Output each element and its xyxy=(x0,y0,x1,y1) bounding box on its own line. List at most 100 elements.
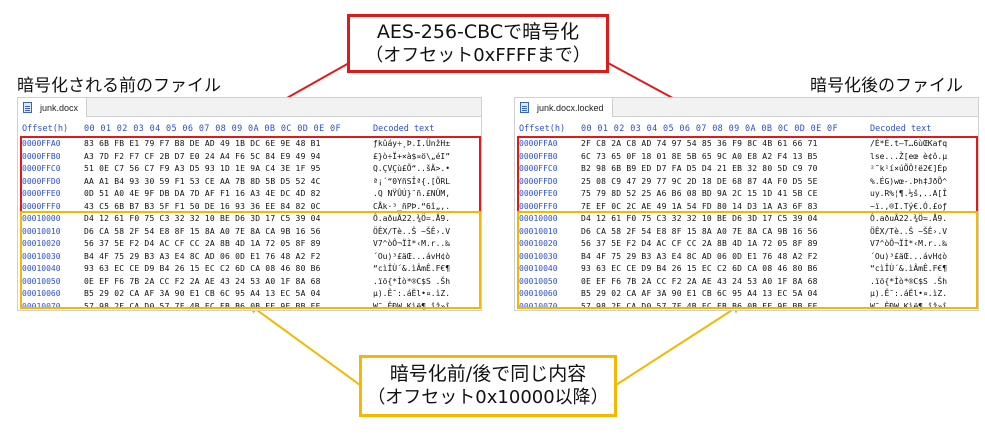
row-bytes: B2 98 6B B9 ED D7 FA D5 D4 21 EB 32 80 5… xyxy=(581,164,818,173)
row-bytes: B5 29 02 CA AF 3A 90 E1 CB 6C 95 A4 13 E… xyxy=(84,289,321,298)
row-decoded-text: .Q NŸÛÚ}¯ñ.£NÜM‚ xyxy=(373,189,451,198)
hex-row: 0000FFB0 6C 73 65 0F 18 01 8E 5B 65 9C A0… xyxy=(515,151,978,163)
hex-row: 00010050 0E EF F6 7B 2A CC F2 2A AE 43 24… xyxy=(18,276,481,288)
row-bytes: D4 12 61 F0 75 C3 32 32 10 BE D6 3D 17 C… xyxy=(581,214,818,223)
row-offset: 00010060 xyxy=(22,289,61,298)
row-decoded-text: W˜.ÊÐW.Kìë¶.îž»î xyxy=(373,301,451,311)
row-decoded-text: lse...Ž[eœ è¢ô.µ xyxy=(870,151,948,161)
row-decoded-text: Ô.aðuÃ22.¾Ö=.Å9. xyxy=(373,214,451,223)
row-offset: 00010050 xyxy=(22,276,61,286)
row-decoded-text: W˜.ÊÐW.Kìë¶.îž»î xyxy=(870,301,948,311)
label-before-encryption: 暗号化される前のファイル xyxy=(17,76,221,96)
callout-unchanged-line2: （オフセット0x10000以降） xyxy=(367,387,609,408)
row-bytes: 2F C8 2A C8 AD 74 97 54 85 36 F9 8C 4B 6… xyxy=(581,139,818,148)
row-bytes: D4 12 61 F0 75 C3 32 32 10 BE D6 3D 17 C… xyxy=(84,214,321,223)
row-decoded-text: Q.ÇVÇù£Õ“..šÄ>.• xyxy=(373,164,451,173)
row-bytes: 43 C5 6B B7 B3 5F F1 50 DE 16 93 36 EE 8… xyxy=(84,201,321,211)
row-bytes: 0E EF F6 7B 2A CC F2 2A AE 43 24 53 A0 1… xyxy=(84,276,321,286)
row-offset: 00010010 xyxy=(22,226,61,236)
row-bytes: D6 CA 58 2F 54 E8 8F 15 8A A0 7E 8A CA 9… xyxy=(581,226,818,236)
callout-encrypted-region: AES-256-CBCで暗号化 （オフセット0xFFFFまで） xyxy=(347,14,609,73)
header-decoded: Decoded text xyxy=(373,124,435,134)
row-bytes: 0E EF F6 7B 2A CC F2 2A AE 43 24 53 A0 1… xyxy=(581,276,818,286)
tab-bar: junk.docx.locked xyxy=(515,98,978,117)
row-decoded-text: V7^òÔ¬ÏÌ*‹M.r..‰ xyxy=(870,239,948,248)
header-offset: Offset(h) xyxy=(22,124,69,134)
row-decoded-text: £}ò÷Ï+×à$¤ö\„éI” xyxy=(373,151,451,161)
row-offset: 0000FFE0 xyxy=(519,189,558,198)
row-bytes: 93 63 EC CE D9 B4 26 15 EC C2 6D CA 08 4… xyxy=(84,264,321,273)
row-decoded-text: ÖÊX/Tè..Š ~ŠÊ›.V xyxy=(373,226,451,236)
hex-row: 0000FFC0 B2 98 6B B9 ED D7 FA D5 D4 21 EB… xyxy=(515,163,978,175)
hex-row: 00010050 0E EF F6 7B 2A CC F2 2A AE 43 24… xyxy=(515,276,978,288)
row-decoded-text: Ô.aðuÃ22.¾Ö=.Å9. xyxy=(870,214,948,223)
row-offset: 00010050 xyxy=(519,276,558,286)
file-tab-junk-docx-locked[interactable]: junk.docx.locked xyxy=(515,98,613,117)
row-decoded-text: /È*È.t—T…6ùŒKafq xyxy=(870,139,948,148)
row-offset: 00010070 xyxy=(519,301,558,311)
row-offset: 00010020 xyxy=(22,239,61,248)
row-offset: 00010030 xyxy=(519,251,558,261)
row-bytes: D6 CA 58 2F 54 E8 8F 15 8A A0 7E 8A CA 9… xyxy=(84,226,321,236)
row-offset: 00010030 xyxy=(22,251,61,261)
file-tab-label: junk.docx.locked xyxy=(537,102,604,113)
row-decoded-text: ~ï.,®I.Tý€.Ó.£oƒ xyxy=(870,201,948,211)
row-bytes: 7E EF 0C 2C AE 49 1A 54 FD 80 14 D3 1A A… xyxy=(581,201,818,211)
row-offset: 00010020 xyxy=(519,239,558,248)
tab-bar: junk.docx xyxy=(18,98,481,117)
row-offset: 0000FFA0 xyxy=(519,139,558,148)
row-bytes: AA A1 B4 93 30 59 F1 53 CE AA 7B 8D 5B D… xyxy=(84,176,321,186)
row-offset: 00010060 xyxy=(519,289,558,298)
row-bytes: 6C 73 65 0F 18 01 8E 5B 65 9C A0 E8 A2 F… xyxy=(581,151,818,161)
hex-row: 00010020 56 37 5E F2 D4 AC CF CC 2A 8B 4D… xyxy=(515,238,978,250)
header-offset: Offset(h) xyxy=(519,124,566,134)
hex-editor-before: junk.docx Offset(h) 00 01 02 03 04 05 06… xyxy=(17,97,482,311)
file-tab-junk-docx[interactable]: junk.docx xyxy=(18,98,88,117)
row-bytes: 93 63 EC CE D9 B4 26 15 EC C2 6D CA 08 4… xyxy=(581,264,818,273)
hex-header-row: Offset(h) 00 01 02 03 04 05 06 07 08 09 … xyxy=(515,124,978,135)
row-decoded-text: uy.R%¦¶.½š,..A[Î xyxy=(870,189,948,198)
header-columns: 00 01 02 03 04 05 06 07 08 09 0A 0B 0C 0… xyxy=(84,124,341,134)
hex-row: 00010000 D4 12 61 F0 75 C3 32 32 10 BE D6… xyxy=(18,213,481,225)
row-offset: 00010000 xyxy=(22,214,61,223)
callout-unchanged-region: 暗号化前/後で同じ内容 （オフセット0x10000以降） xyxy=(359,355,617,417)
row-offset: 0000FFC0 xyxy=(22,164,61,173)
row-offset: 00010000 xyxy=(519,214,558,223)
row-decoded-text: µ).Ê¯:.áËl•¤.ìZ. xyxy=(373,289,451,298)
row-decoded-text: .ïö{*Ìò*®C$S .Šh xyxy=(870,276,948,286)
row-bytes: B5 29 02 CA AF 3A 90 E1 CB 6C 95 A4 13 E… xyxy=(581,289,818,298)
header-decoded: Decoded text xyxy=(870,124,932,134)
row-bytes: 56 37 5E F2 D4 AC CF CC 2A 8B 4D 1A 72 0… xyxy=(581,239,818,248)
row-decoded-text: ´Ou)³£äŒ...ávH¢ò xyxy=(870,251,948,261)
row-offset: 00010040 xyxy=(519,264,558,273)
row-bytes: 83 6B FB E1 79 F7 B8 DE AD 49 1B DC 6E 9… xyxy=(84,139,321,148)
row-bytes: 57 98 2E CA D0 57 7F 4B EC EB B6 0B EE 9… xyxy=(84,301,321,311)
document-icon xyxy=(520,102,529,113)
arrow-to-left-unchanged xyxy=(248,303,361,386)
row-offset: 0000FFB0 xyxy=(519,151,558,161)
row-offset: 0000FFC0 xyxy=(519,164,558,173)
row-decoded-text: ²˜k¹í×úÕÔ!ë2€]Ép xyxy=(870,164,948,173)
row-offset: 0000FFF0 xyxy=(22,201,61,211)
hex-row: 00010060 B5 29 02 CA AF 3A 90 E1 CB 6C 95… xyxy=(18,288,481,300)
row-decoded-text: ÖÊX/Tè..Š ~ŠÊ›.V xyxy=(870,226,948,236)
row-decoded-text: V7^òÔ¬ÏÌ*‹M.r..‰ xyxy=(373,239,451,248)
row-decoded-text: ƒkûáy÷¸Þ.I.ÜnžH± xyxy=(373,139,451,148)
hex-editor-after: junk.docx.locked Offset(h) 00 01 02 03 0… xyxy=(514,97,979,311)
hex-view[interactable]: Offset(h) 00 01 02 03 04 05 06 07 08 09 … xyxy=(515,118,978,311)
hex-row: 0000FFF0 43 C5 6B B7 B3 5F F1 50 DE 16 93… xyxy=(18,201,481,213)
hex-row: 00010040 93 63 EC CE D9 B4 26 15 EC C2 6D… xyxy=(515,263,978,275)
row-decoded-text: ´Ou)³£äŒ...ávH¢ò xyxy=(373,251,451,261)
label-after-encryption: 暗号化後のファイル xyxy=(810,76,963,96)
hex-view[interactable]: Offset(h) 00 01 02 03 04 05 06 07 08 09 … xyxy=(18,118,481,313)
